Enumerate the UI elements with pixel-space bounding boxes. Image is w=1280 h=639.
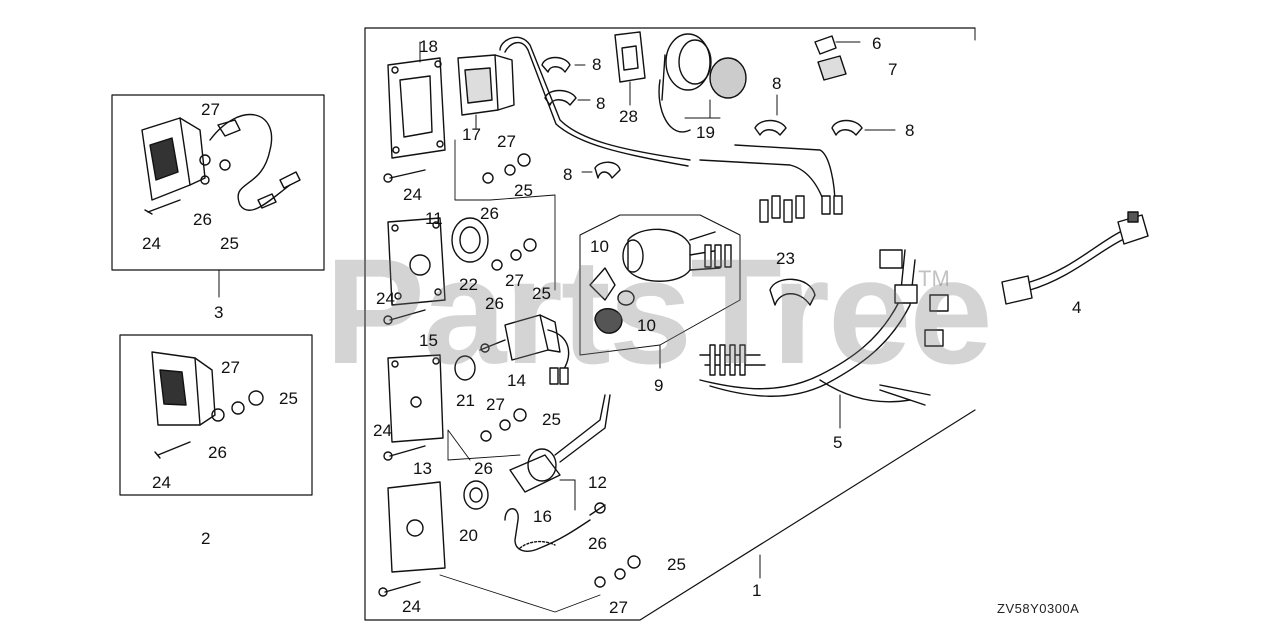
callout-26c: 26: [480, 204, 499, 223]
callout-21: 21: [456, 391, 475, 410]
trademark-mark: TM: [918, 266, 950, 291]
part-12-stop-switch: [509, 394, 611, 511]
callout-11: 11: [425, 209, 443, 228]
drawing-code: ZV58Y0300A: [997, 601, 1080, 616]
callout-6: 6: [872, 34, 882, 53]
part-9-ignition-kit: [579, 214, 741, 369]
leader-lines: [439, 139, 601, 613]
callout-13: 13: [413, 459, 432, 478]
callout-8c: 8: [563, 165, 573, 184]
harness-connectors: [699, 144, 843, 223]
callout-24d: 24: [376, 289, 395, 308]
main-kit-outline: [364, 27, 976, 621]
callout-10a: 10: [590, 237, 609, 256]
callout-8e: 8: [905, 121, 915, 140]
callout-17: 17: [462, 125, 481, 144]
callout-27d: 27: [505, 271, 524, 290]
parts-6-7: [814, 35, 861, 81]
part-28-bracket: [614, 31, 646, 106]
bolts-24: [378, 169, 426, 597]
callout-26a: 26: [193, 210, 212, 229]
callout-26b: 26: [208, 443, 227, 462]
callout-22: 22: [459, 275, 478, 294]
callout-8a: 8: [592, 55, 602, 74]
kit-3-outline: [111, 94, 325, 271]
kit-2-outline: [119, 334, 313, 496]
callout-27e: 27: [486, 395, 505, 414]
callout-27f: 27: [609, 598, 628, 617]
callout-9: 9: [654, 376, 664, 395]
callout-8d: 8: [772, 74, 782, 93]
part-5-main-harness: [699, 249, 949, 429]
callout-27b: 27: [221, 358, 240, 377]
part-19-buzzer: [658, 33, 747, 133]
callout-25e: 25: [542, 410, 561, 429]
callout-26d: 26: [485, 294, 504, 313]
part-4-cable: [1001, 211, 1149, 305]
callout-26e: 26: [474, 459, 493, 478]
callout-15: 15: [419, 331, 438, 350]
callout-25d: 25: [532, 284, 551, 303]
callout-4: 4: [1072, 298, 1082, 317]
callout-16: 16: [533, 507, 552, 526]
callout-25a: 25: [220, 234, 239, 253]
kit3-rocker-switch: [141, 113, 301, 215]
callout-24b: 24: [152, 473, 171, 492]
part-22-grommet: [451, 217, 489, 263]
part-21-nut: [454, 355, 476, 381]
part-11-plate: [387, 217, 446, 306]
part-14-toggle: [479, 314, 570, 385]
callout-18: 18: [419, 37, 438, 56]
callout-14: 14: [507, 371, 526, 390]
part-15-plate: [387, 354, 444, 443]
callout-24c: 24: [403, 185, 422, 204]
callout-23: 23: [776, 249, 795, 268]
callout-25b: 25: [279, 389, 298, 408]
callout-25f: 25: [667, 555, 686, 574]
callout-28: 28: [619, 107, 638, 126]
part-23-clamp: [769, 278, 816, 306]
washers-nuts: [480, 153, 641, 588]
callout-24f: 24: [402, 597, 421, 616]
callout-12: 12: [588, 473, 607, 492]
callout-25c: 25: [514, 181, 533, 200]
callout-8b: 8: [596, 94, 606, 113]
callout-1: 1: [752, 581, 762, 600]
callout-27c: 27: [497, 132, 516, 151]
part-20-grommet: [463, 480, 489, 510]
callout-26f: 26: [588, 534, 607, 553]
callout-24e: 24: [373, 421, 392, 440]
callout-7: 7: [888, 60, 898, 79]
callout-3: 3: [214, 303, 224, 322]
part-13-plate: [387, 481, 446, 573]
part-18-plate: [387, 41, 446, 159]
callout-19: 19: [696, 123, 715, 142]
callout-2: 2: [201, 529, 211, 548]
callout-5: 5: [833, 433, 843, 452]
watermark-text: PartsTree: [325, 227, 993, 395]
part-17-switch: [457, 36, 691, 167]
kit2-rocker-switch: [151, 351, 264, 459]
callout-20: 20: [459, 526, 478, 545]
clips-part-8: [541, 56, 896, 179]
callout-27a: 27: [201, 100, 220, 119]
callout-10b: 10: [637, 316, 656, 335]
part-16-lanyard: [504, 502, 606, 552]
callout-24a: 24: [142, 234, 161, 253]
